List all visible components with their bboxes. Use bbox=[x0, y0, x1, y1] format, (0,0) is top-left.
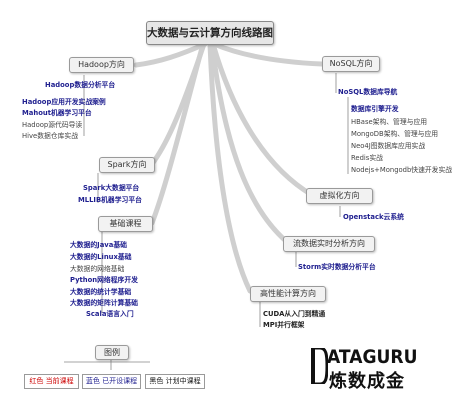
nosql-item-nodejs[interactable]: Nodejs+Mongodb快速开发实战 bbox=[351, 166, 453, 174]
nosql-item-hbase[interactable]: HBase架构、管理与应用 bbox=[351, 118, 428, 126]
hpc-item-mpi[interactable]: MPI并行框架 bbox=[263, 321, 305, 329]
basic-item-scala[interactable]: Scala语言入门 bbox=[86, 310, 134, 318]
logo-text-bottom: 炼数成金 bbox=[329, 371, 405, 392]
logo-text-top: ATAGURU bbox=[327, 346, 418, 368]
stream-item-storm[interactable]: Storm实时数据分析平台 bbox=[298, 263, 376, 271]
hadoop-item-analysis[interactable]: Hadoop数据分析平台 bbox=[45, 81, 116, 89]
nosql-item-mongodb[interactable]: MongoDB架构、管理与应用 bbox=[351, 130, 439, 138]
nosql-item-neo4j[interactable]: Neo4J图数据库应用实战 bbox=[351, 142, 426, 150]
basic-courses-node[interactable]: 基础课程 bbox=[98, 216, 153, 232]
hadoop-item-app-dev[interactable]: Hadoop应用开发实战案例 bbox=[22, 98, 106, 106]
nosql-engine-group[interactable]: 数据库引擎开发 bbox=[351, 105, 399, 113]
legend-black: 黑色 计划中课程 bbox=[145, 374, 205, 389]
basic-item-linux[interactable]: 大数据的Linux基础 bbox=[70, 253, 132, 261]
hadoop-node[interactable]: Hadoop方向 bbox=[69, 57, 134, 73]
nosql-node[interactable]: NoSQL方向 bbox=[322, 56, 380, 72]
legend-blue: 蓝色 已开设课程 bbox=[82, 374, 141, 389]
basic-item-statistics[interactable]: 大数据的统计学基础 bbox=[70, 288, 132, 296]
legend-title: 图例 bbox=[95, 345, 129, 360]
nosql-navigation[interactable]: NoSQL数据库导航 bbox=[338, 88, 398, 96]
basic-item-matrix[interactable]: 大数据的矩阵计算基础 bbox=[70, 299, 138, 307]
hadoop-item-source[interactable]: Hadoop源代码导读 bbox=[22, 121, 83, 129]
stream-node[interactable]: 流数据实时分析方向 bbox=[283, 236, 375, 252]
virtual-item-openstack[interactable]: Openstack云系统 bbox=[343, 213, 404, 221]
basic-item-python[interactable]: Python网络程序开发 bbox=[70, 276, 138, 284]
hadoop-item-mahout[interactable]: Mahout机器学习平台 bbox=[22, 109, 92, 117]
basic-item-network[interactable]: 大数据的网络基础 bbox=[70, 265, 125, 273]
spark-node[interactable]: Spark方向 bbox=[99, 157, 155, 173]
dataguru-logo: ATAGURU 炼数成金 bbox=[310, 346, 460, 392]
logo-d-mark-icon bbox=[311, 348, 328, 384]
nosql-item-redis[interactable]: Redis实战 bbox=[351, 154, 383, 162]
legend-red: 红色 当前课程 bbox=[24, 374, 79, 389]
hpc-item-cuda[interactable]: CUDA从入门到精通 bbox=[263, 310, 326, 318]
root-node[interactable]: 大数据与云计算方向线路图 bbox=[146, 21, 274, 45]
hpc-node[interactable]: 高性能计算方向 bbox=[250, 286, 326, 302]
virtualization-node[interactable]: 虚拟化方向 bbox=[306, 188, 373, 204]
spark-item-mllib[interactable]: MLLIB机器学习平台 bbox=[78, 196, 142, 204]
basic-item-java[interactable]: 大数据的Java基础 bbox=[70, 241, 127, 249]
hadoop-item-hive[interactable]: Hive数据仓库实战 bbox=[22, 132, 78, 140]
spark-item-platform[interactable]: Spark大数据平台 bbox=[83, 184, 140, 192]
